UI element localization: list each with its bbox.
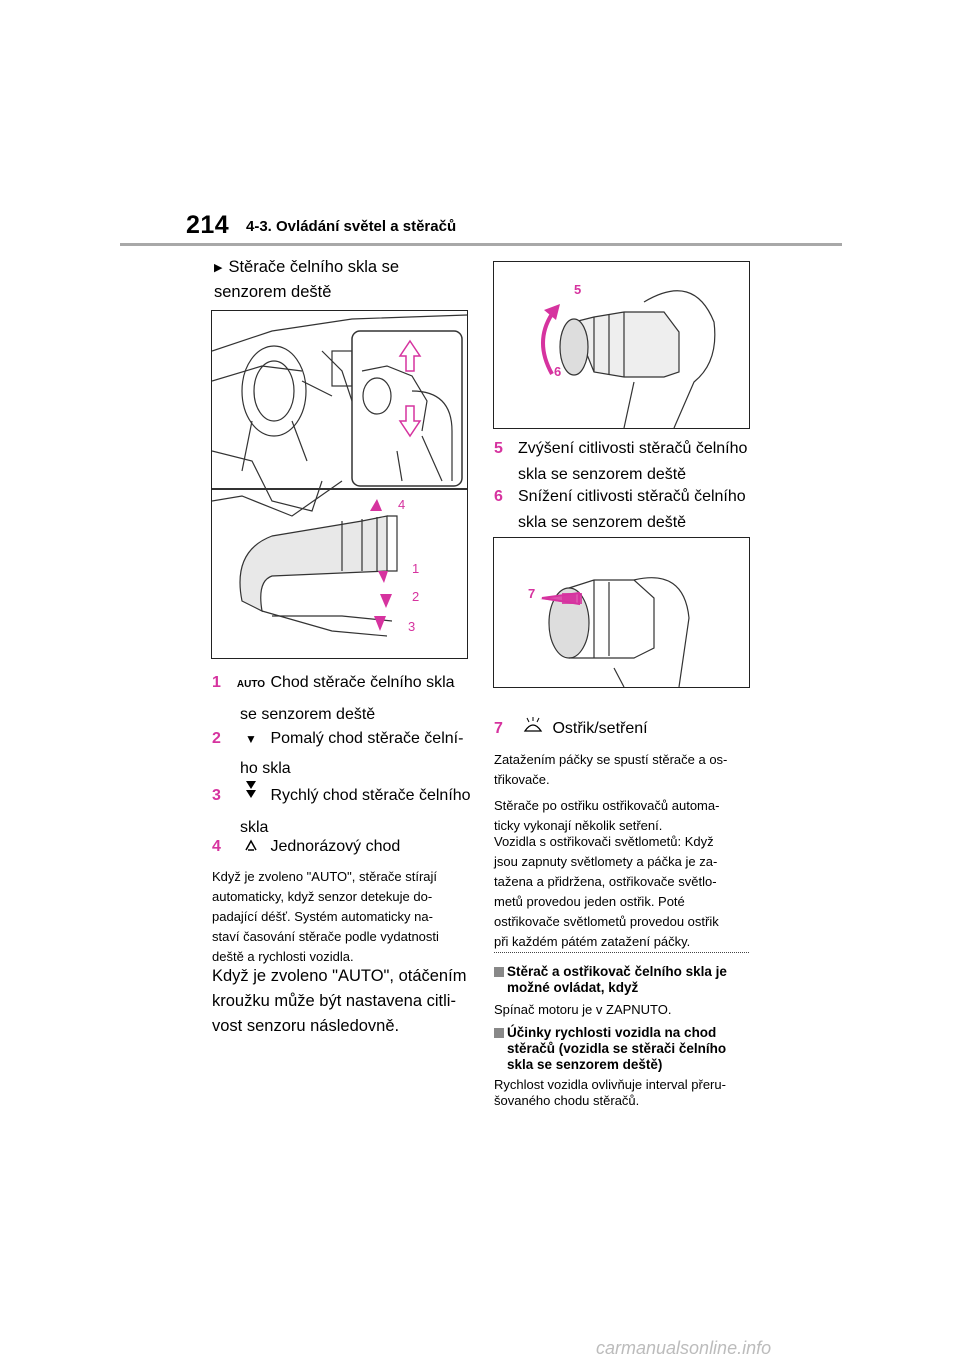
text-line: tažena a přidržena, ostřikovače světlo- bbox=[494, 874, 717, 889]
square-bullet-icon bbox=[494, 967, 504, 977]
item-text: Snížení citlivosti stěračů čelního bbox=[518, 488, 746, 505]
text-line: vost senzoru následovně. bbox=[212, 1017, 400, 1035]
item-2: 2 ▼ Pomalý chod stěrače čelní- ho skla bbox=[212, 726, 482, 786]
item-text-cont: skla se senzorem deště bbox=[518, 466, 687, 483]
section-body: Rychlost vozidla ovlivňuje interval přer… bbox=[494, 1077, 726, 1092]
item-1: 1 AUTO Chod stěrače čelního skla se senzo… bbox=[212, 670, 482, 732]
lead-title: ▶Stěrače čelního skla se senzorem deště bbox=[214, 256, 474, 304]
header-divider bbox=[120, 243, 842, 246]
section-title-cont: skla se senzorem deště) bbox=[507, 1057, 663, 1072]
text-line: staví časování stěrače podle vydatnosti bbox=[212, 929, 439, 944]
washer-icon bbox=[518, 717, 548, 744]
item-3: 3 Rychlý chod stěrače čelního skla bbox=[212, 780, 482, 845]
section-body: Spínač motoru je v ZAPNUTO. bbox=[494, 1002, 672, 1017]
item-text: Rychlý chod stěrače čelního bbox=[270, 787, 471, 804]
triangle-down-icon: ▼ bbox=[245, 732, 257, 746]
section-title-cont: možné ovládat, když bbox=[507, 980, 639, 995]
double-down-icon bbox=[236, 780, 266, 811]
text-line: padající déšť. Systém automaticky na- bbox=[212, 909, 433, 924]
item-number: 5 bbox=[494, 440, 503, 457]
figure-washer-pull: 7 bbox=[493, 537, 750, 688]
text-line: automaticky, když senzor detekuje do- bbox=[212, 889, 433, 904]
text-line: Zatažením páčky se spustí stěrače a os- bbox=[494, 752, 728, 767]
text-line: při každém pátém zatažení páčky. bbox=[494, 934, 691, 949]
wiper-lever-illustration: 4 1 2 3 bbox=[211, 314, 468, 637]
fig3-label-7: 7 bbox=[528, 586, 535, 601]
figure-wiper-lever: 4 1 2 3 bbox=[211, 310, 468, 659]
text-line: Stěrače po ostřiku ostřikovačů automa- bbox=[494, 798, 720, 813]
text-line: ostřikovače světlometů provedou ostřik bbox=[494, 914, 719, 929]
text-line: třikovače. bbox=[494, 772, 550, 787]
item-text-cont: skla se senzorem deště bbox=[518, 514, 687, 531]
square-bullet-icon bbox=[494, 1028, 504, 1038]
text-line: kroužku může být nastavena citli- bbox=[212, 992, 456, 1010]
item-number: 6 bbox=[494, 488, 503, 505]
section-title: 4-3. Ovládání světel a stěračů bbox=[246, 218, 457, 235]
fig1-label-4: 4 bbox=[398, 497, 405, 512]
text-line: metů provedou jeden ostřik. Poté bbox=[494, 894, 685, 909]
item-5: 5 Zvýšení citlivosti stěračů čelního skla… bbox=[494, 436, 764, 488]
fig2-label-6: 6 bbox=[554, 364, 561, 379]
note-section-operable: Stěrač a ostřikovač čelního skla je možn… bbox=[494, 964, 756, 1020]
section-title: Stěrač a ostřikovač čelního skla je bbox=[507, 964, 727, 979]
headlight-washer-paragraph: Vozidla s ostřikovači světlometů: Když j… bbox=[494, 832, 764, 952]
auto-icon: AUTO bbox=[236, 679, 266, 690]
item-4: 4 Jednorázový chod bbox=[212, 834, 482, 862]
figure-sensitivity-ring: 5 6 bbox=[493, 261, 750, 429]
lead-title-text: Stěrače čelního skla se senzorem deště bbox=[214, 258, 400, 301]
bullet-triangle-icon: ▶ bbox=[214, 262, 223, 274]
text-line: Když je zvoleno "AUTO", stěrače stírají bbox=[212, 869, 438, 884]
section-title-cont: stěračů (vozidla se stěrači čelního bbox=[507, 1041, 727, 1056]
watermark: carmanualsonline.info bbox=[596, 1338, 772, 1358]
item-number: 2 bbox=[212, 730, 221, 747]
single-up-icon bbox=[236, 836, 266, 862]
fig1-label-3: 3 bbox=[408, 619, 415, 634]
note-section-speed: Účinky rychlosti vozidla na chod stěračů… bbox=[494, 1025, 756, 1109]
item-text-cont: ho skla bbox=[240, 760, 291, 777]
page-number: 214 bbox=[186, 211, 230, 239]
section-body-cont: šovaného chodu stěračů. bbox=[494, 1093, 640, 1108]
fig1-label-1: 1 bbox=[412, 561, 419, 576]
item-text-cont: skla bbox=[240, 819, 269, 836]
text-line: Vozidla s ostřikovači světlometů: Když bbox=[494, 834, 714, 849]
item-text: Zvýšení citlivosti stěračů čelního bbox=[518, 440, 748, 457]
fig2-label-5: 5 bbox=[574, 282, 581, 297]
item-text-cont: se senzorem deště bbox=[240, 706, 376, 723]
washer-paragraph-2: Stěrače po ostřiku ostřikovačů automa- t… bbox=[494, 796, 764, 836]
text-line: deště a rychlosti vozidla. bbox=[212, 949, 354, 964]
text-line: Když je zvoleno "AUTO", otáčením bbox=[212, 967, 467, 985]
item-text: Jednorázový chod bbox=[270, 838, 401, 855]
item-text: Pomalý chod stěrače čelní- bbox=[270, 730, 464, 747]
section-divider bbox=[494, 952, 749, 953]
item-number: 3 bbox=[212, 787, 221, 804]
text-line: jsou zapnuty světlomety a páčka je za- bbox=[494, 854, 718, 869]
section-title: Účinky rychlosti vozidla na chod bbox=[507, 1025, 717, 1040]
item-number: 7 bbox=[494, 720, 503, 737]
text-line: ticky vykonají několik setření. bbox=[494, 818, 663, 833]
fig1-label-2: 2 bbox=[412, 589, 419, 604]
washer-paragraph-1: Zatažením páčky se spustí stěrače a os- … bbox=[494, 750, 764, 790]
item-number: 4 bbox=[212, 838, 221, 855]
sensitivity-intro: Když je zvoleno "AUTO", otáčením kroužku… bbox=[212, 964, 492, 1039]
item-text: Ostřik/setření bbox=[552, 720, 648, 737]
item-text: Chod stěrače čelního skla bbox=[270, 674, 455, 691]
item-6: 6 Snížení citlivosti stěračů čelního skla… bbox=[494, 484, 764, 536]
item-number: 1 bbox=[212, 674, 221, 691]
sensitivity-ring-illustration: 5 6 bbox=[541, 282, 716, 429]
auto-description: Když je zvoleno "AUTO", stěrače stírají … bbox=[212, 867, 482, 967]
washer-pull-illustration: 7 bbox=[528, 577, 690, 688]
item-7: 7 Ostřik/setření bbox=[494, 716, 764, 744]
